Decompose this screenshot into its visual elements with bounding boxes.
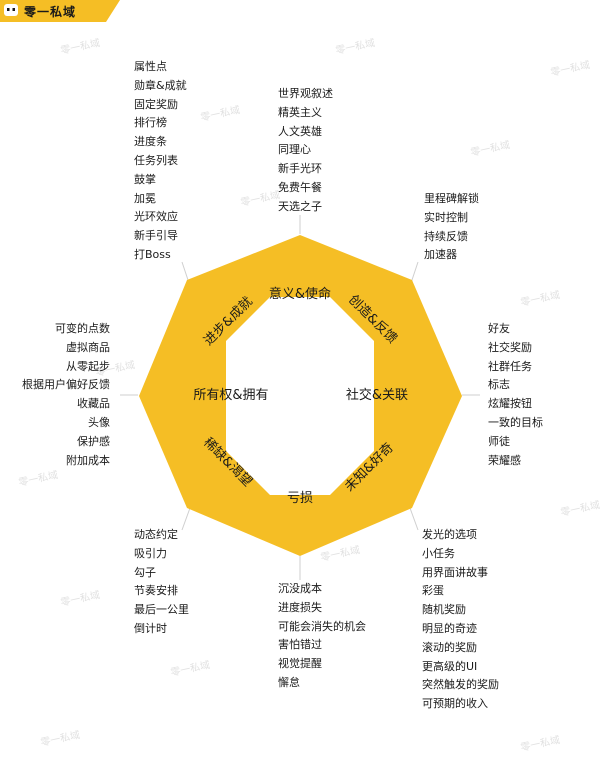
list-item: 头像	[88, 415, 110, 429]
list-item: 虚拟商品	[66, 340, 110, 354]
list-item: 师徒	[488, 434, 510, 448]
list-item: 随机奖励	[422, 603, 466, 617]
list-item: 实时控制	[424, 210, 468, 224]
list-bottom-left: 动态约定吸引力勾子节奏安排最后一公里倒计时	[134, 526, 189, 639]
list-item: 固定奖励	[134, 97, 178, 111]
list-item: 加速器	[424, 248, 457, 262]
list-item: 社交奖励	[488, 340, 532, 354]
list-item: 勋章&成就	[134, 78, 187, 92]
list-item: 同理心	[278, 143, 311, 157]
list-item: 进度损失	[278, 600, 322, 614]
label-loss: 亏损	[287, 491, 313, 506]
list-item: 吸引力	[134, 546, 167, 560]
list-item: 加冕	[134, 191, 156, 205]
label-ownership: 所有权&拥有	[193, 387, 268, 403]
brand-name: 零一私域	[24, 5, 77, 19]
list-item: 小任务	[422, 546, 455, 560]
list-item: 视觉提醒	[278, 657, 322, 671]
list-item: 新手光环	[278, 162, 322, 176]
list-item: 社群任务	[488, 359, 532, 373]
list-item: 属性点	[134, 60, 167, 73]
brand-banner	[0, 0, 120, 22]
list-item: 动态约定	[134, 528, 178, 541]
list-item: 明显的奇迹	[422, 621, 477, 635]
list-item: 滚动的奖励	[422, 640, 477, 654]
list-item: 排行榜	[134, 116, 167, 130]
list-item: 附加成本	[66, 453, 110, 467]
list-top-right: 里程碑解锁实时控制持续反馈加速器	[424, 190, 479, 265]
list-item: 懈怠	[278, 675, 300, 689]
list-item: 突然触发的奖励	[422, 678, 499, 692]
list-item: 精英主义	[278, 105, 322, 119]
label-social: 社交&关联	[346, 387, 408, 403]
list-item: 里程碑解锁	[424, 192, 479, 205]
list-top: 世界观叙述精英主义人文英雄同理心新手光环免费午餐天选之子	[278, 85, 333, 217]
list-left: 可变的点数虚拟商品从零起步根据用户偏好反馈收藏品头像保护感附加成本	[22, 320, 110, 470]
list-item: 好友	[488, 322, 510, 335]
list-item: 天选之子	[278, 199, 322, 213]
list-item: 收藏品	[77, 397, 110, 411]
list-item: 可预期的收入	[422, 697, 488, 711]
list-item: 节奏安排	[134, 584, 178, 598]
list-top-left: 属性点勋章&成就固定奖励排行榜进度条任务列表鼓掌加冕光环效应新手引导打Boss	[134, 58, 187, 265]
list-item: 新手引导	[134, 229, 178, 243]
list-item: 用界面讲故事	[422, 565, 488, 579]
list-item: 沉没成本	[278, 582, 322, 595]
list-item: 炫耀按钮	[488, 397, 532, 411]
list-item: 人文英雄	[278, 124, 322, 138]
list-item: 任务列表	[134, 153, 178, 167]
list-item: 世界观叙述	[278, 87, 333, 100]
list-item: 可能会消失的机会	[278, 619, 366, 633]
octagon-inner	[226, 297, 374, 495]
list-item: 彩蛋	[422, 584, 444, 598]
list-item: 可变的点数	[55, 322, 110, 335]
list-item: 鼓掌	[134, 172, 156, 186]
list-item: 免费午餐	[278, 180, 322, 194]
list-item: 勾子	[134, 565, 156, 579]
list-item: 发光的选项	[422, 528, 477, 541]
list-item: 保护感	[77, 434, 110, 448]
list-item: 更高级的UI	[422, 659, 478, 673]
list-item: 荣耀感	[488, 453, 521, 467]
list-item: 从零起步	[66, 359, 110, 373]
list-item: 根据用户偏好反馈	[22, 378, 110, 392]
list-right: 好友社交奖励社群任务标志炫耀按钮一致的目标师徒荣耀感	[488, 320, 543, 470]
list-bottom-right: 发光的选项小任务用界面讲故事彩蛋随机奖励明显的奇迹滚动的奖励更高级的UI 突然触发…	[422, 526, 499, 714]
list-bottom: 沉没成本进度损失可能会消失的机会害怕错过视觉提醒懈怠	[278, 580, 366, 693]
list-item: 打Boss	[134, 247, 171, 261]
list-item: 光环效应	[134, 210, 178, 224]
list-item: 进度条	[134, 135, 167, 149]
list-item: 害怕错过	[278, 638, 322, 652]
connector-bottom-left	[181, 507, 191, 531]
list-item: 倒计时	[134, 621, 167, 635]
list-item: 标志	[488, 378, 510, 392]
connector-bottom-right	[409, 507, 419, 531]
label-meaning: 意义&使命	[269, 286, 331, 302]
list-item: 一致的目标	[488, 415, 543, 429]
list-item: 持续反馈	[424, 229, 468, 243]
list-item: 最后一公里	[134, 603, 189, 617]
